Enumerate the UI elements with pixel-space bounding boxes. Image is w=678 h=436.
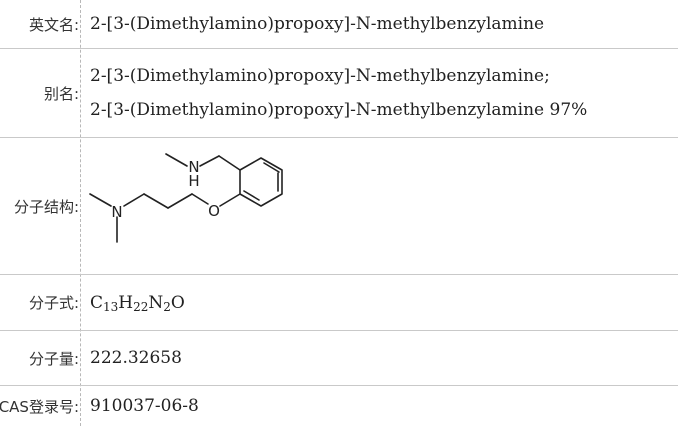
english-name-text: 2-[3-(Dimethylamino)propoxy]-N-methylben… (90, 14, 545, 34)
row-english-name: 英文名: 2-[3-(Dimethylamino)propoxy]-N-meth… (0, 0, 678, 49)
bond (199, 155, 220, 167)
value-molecular-weight: 222.32658 (90, 331, 678, 385)
row-formula: 分子式: C13H22N2O (0, 275, 678, 331)
bond (263, 162, 280, 173)
count-c: 13 (103, 299, 119, 314)
row-structure: 分子结构: (0, 138, 678, 275)
row-aliases: 别名: 2-[3-(Dimethylamino)propoxy]-N-methy… (0, 49, 678, 138)
bond (243, 190, 260, 201)
molecular-structure-diagram: N O N H (89, 153, 283, 243)
element-o: O (170, 292, 185, 313)
bond (167, 193, 193, 209)
element-n: N (148, 292, 164, 313)
value-english-name: 2-[3-(Dimethylamino)propoxy]-N-methylben… (90, 0, 678, 48)
atom-oxygen: O (208, 202, 220, 220)
atom-nitrogen-methylamine: N (188, 158, 199, 176)
atom-nitrogen-amine: N (111, 203, 122, 221)
value-formula: C13H22N2O (90, 275, 678, 330)
count-h: 22 (133, 299, 149, 314)
bond (219, 193, 241, 207)
value-aliases: 2-[3-(Dimethylamino)propoxy]-N-methylben… (90, 49, 678, 137)
alias-line-2: 2-[3-(Dimethylamino)propoxy]-N-methylben… (90, 100, 588, 120)
molecular-formula: C13H22N2O (90, 286, 678, 320)
atom-hydrogen: H (188, 172, 199, 190)
alias-line-1: 2-[3-(Dimethylamino)propoxy]-N-methylben… (90, 66, 550, 86)
label-structure: 分子结构: (13, 197, 79, 216)
label-cas-number: CAS登录号: (0, 397, 79, 416)
compound-info-table: 英文名: 2-[3-(Dimethylamino)propoxy]-N-meth… (0, 0, 678, 426)
benzene-ring (239, 157, 283, 207)
count-n: 2 (163, 299, 171, 314)
bond (165, 153, 188, 167)
bond (123, 193, 145, 207)
value-cas-number: 910037-06-8 (90, 386, 678, 426)
element-h: H (118, 292, 134, 313)
label-aliases: 别名: (43, 84, 79, 103)
bond (89, 193, 112, 207)
column-divider (80, 0, 81, 426)
cas-number-text: 910037-06-8 (90, 396, 199, 416)
element-c: C (90, 292, 104, 313)
bond (143, 193, 169, 209)
row-cas-number: CAS登录号: 910037-06-8 (0, 386, 678, 436)
bond (218, 155, 241, 171)
molecular-weight-text: 222.32658 (90, 348, 182, 368)
label-formula: 分子式: (28, 294, 79, 312)
label-molecular-weight: 分子量: (28, 349, 79, 368)
bond (191, 193, 209, 205)
row-molecular-weight: 分子量: 222.32658 (0, 331, 678, 386)
label-english-name: 英文名: (28, 15, 79, 34)
